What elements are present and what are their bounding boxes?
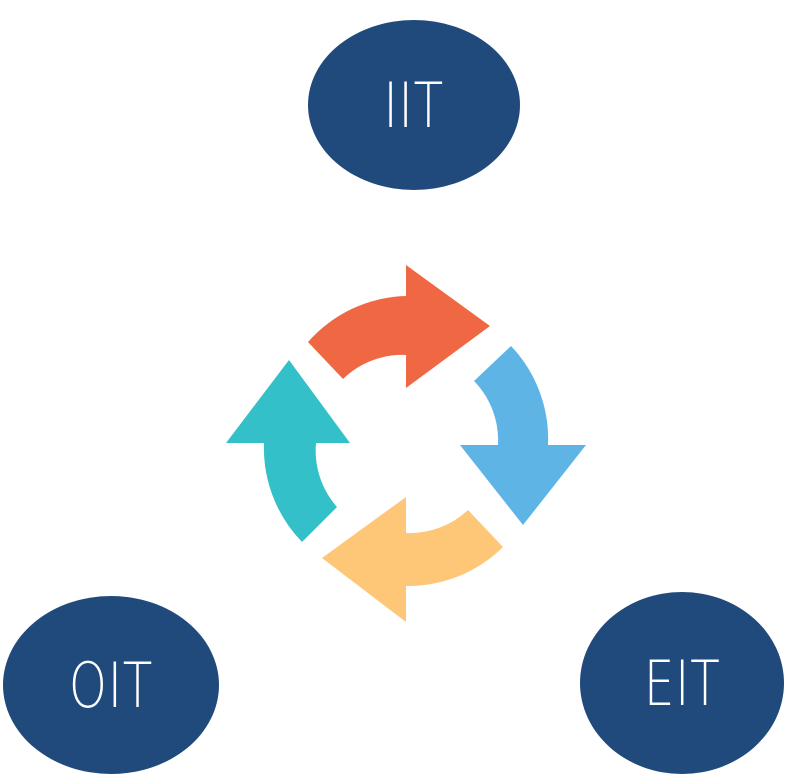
node-eit: EIT	[580, 592, 784, 774]
cycle-arrow-left	[226, 360, 350, 542]
node-eit-label: EIT	[643, 646, 721, 720]
cycle-arrow-right	[460, 346, 586, 525]
cycle-arrow-bottom	[322, 497, 503, 622]
node-iit: IIT	[308, 20, 520, 190]
node-oit: OIT	[3, 596, 219, 774]
cycle-arrow-top	[308, 265, 490, 388]
node-oit-label: OIT	[68, 648, 154, 722]
node-iit-label: IIT	[383, 68, 445, 142]
